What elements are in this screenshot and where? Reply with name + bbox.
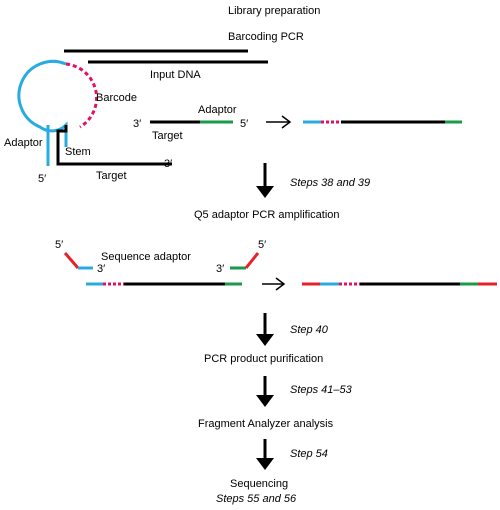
label-3prime-mid: 3′: [133, 118, 141, 130]
label-5prime-seq-right: 5′: [258, 239, 266, 251]
label-5prime-seq-left: 5′: [55, 239, 63, 251]
label-input-dna: Input DNA: [150, 69, 201, 81]
label-3prime-seq-right: 3′: [216, 263, 224, 275]
stem-target-strand: [56, 125, 172, 166]
arrow-down-1-head: [256, 186, 274, 198]
label-adaptor-mid: Adaptor: [198, 104, 237, 116]
label-3prime-seq-left: 3′: [97, 263, 105, 275]
arrow-down-4-head: [256, 458, 274, 470]
fragment-analyzer: Fragment Analyzer analysis: [198, 418, 334, 430]
pcr-purification: PCR product purification: [204, 353, 323, 365]
step-38-39: Steps 38 and 39: [290, 177, 370, 189]
label-target-mid: Target: [152, 130, 183, 142]
title-barcoding-pcr: Barcoding PCR: [228, 31, 304, 43]
label-target-left: Target: [96, 170, 127, 182]
sequencing: Sequencing: [230, 478, 288, 490]
label-sequence-adaptor: Sequence adaptor: [101, 251, 191, 263]
seq-adaptor-left-red: [63, 252, 80, 269]
label-3prime-left: 3′: [164, 158, 172, 170]
arrow-down-2-head: [256, 334, 274, 346]
label-barcode: Barcode: [96, 92, 137, 104]
adaptor-loop: [17, 59, 68, 147]
step-41-53: Steps 41–53: [290, 384, 353, 396]
q5-amplification: Q5 adaptor PCR amplification: [194, 209, 340, 221]
arrow-right-1-head: [281, 115, 292, 129]
label-adaptor-left: Adaptor: [4, 137, 43, 149]
barcode-segment: [65, 62, 98, 129]
arrow-down-3-head: [256, 395, 274, 407]
label-stem: Stem: [65, 146, 91, 158]
title-library-preparation: Library preparation: [228, 5, 320, 17]
label-5prime-mid: 5′: [240, 118, 248, 130]
arrow-right-2-head: [275, 277, 286, 291]
label-5prime-left: 5′: [38, 173, 46, 185]
seq-adaptor-right-red: [244, 252, 260, 269]
step-55-56: Steps 55 and 56: [216, 493, 297, 505]
step-40: Step 40: [290, 324, 329, 336]
step-54: Step 54: [290, 448, 328, 460]
